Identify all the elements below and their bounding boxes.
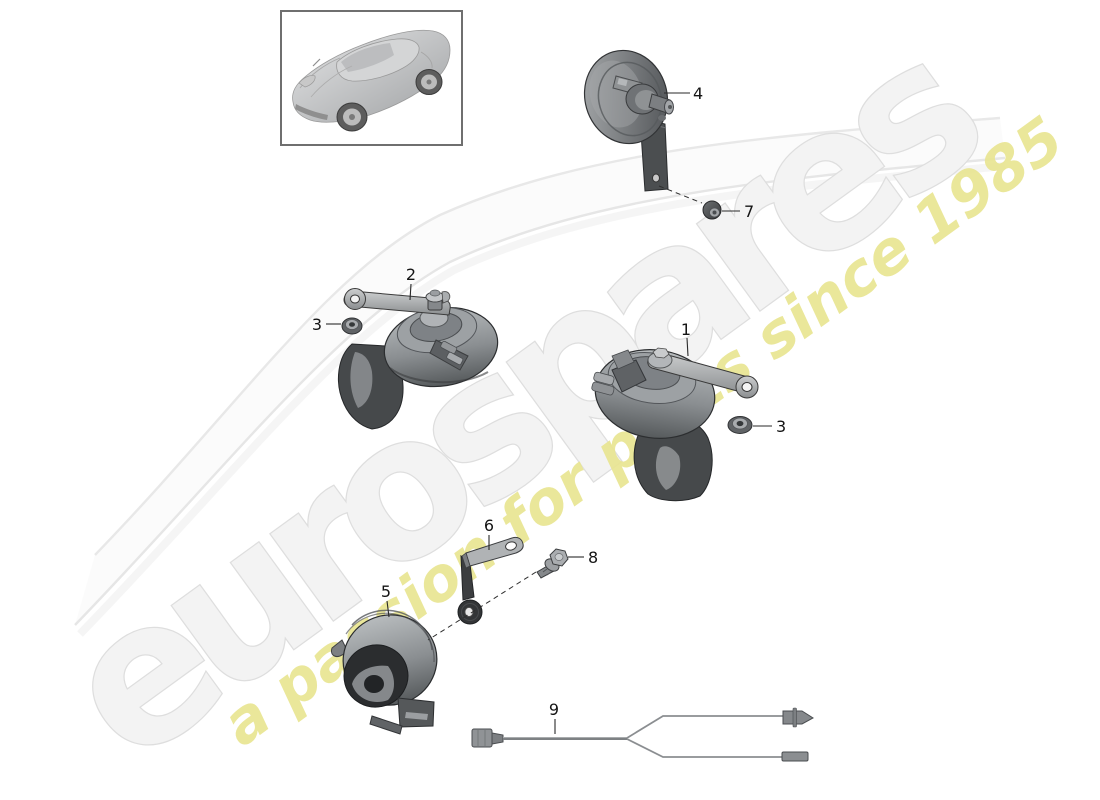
part-4-fanfare-horn[interactable]: [574, 41, 679, 192]
swoosh-lower-edge: [74, 156, 1006, 626]
part-7-nut[interactable]: [702, 200, 722, 220]
part-1-horn[interactable]: [589, 342, 759, 502]
callout-3-left[interactable]: 3: [312, 315, 322, 334]
assembly-line-bracket-to-nut-7: [658, 185, 703, 204]
callouts: 4 7 2 3 1 3 5 6 8 9: [312, 84, 786, 734]
callout-5[interactable]: 5: [381, 582, 391, 601]
callout-7[interactable]: 7: [744, 202, 754, 221]
callout-1[interactable]: 1: [681, 320, 691, 339]
part-3-nut-left[interactable]: [341, 317, 363, 335]
callout-9[interactable]: 9: [549, 700, 559, 719]
assembly-line-screw-to-horn-5: [427, 571, 537, 641]
part-8-screw[interactable]: [536, 548, 569, 579]
leader-line-5: [386, 600, 390, 618]
callout-8[interactable]: 8: [588, 548, 598, 567]
vehicle-car-illustration: [292, 29, 451, 132]
part-3-nut-right[interactable]: [727, 416, 753, 434]
callout-3-right[interactable]: 3: [776, 417, 786, 436]
part-6-bracket[interactable]: [457, 536, 524, 625]
watermark-brand-text: eurospares: [24, 0, 1016, 800]
vehicle-thumbnail: [280, 10, 463, 146]
part-5-alarm-horn[interactable]: [331, 604, 447, 735]
watermark-swoosh: [74, 116, 1006, 637]
leader-line-2: [409, 283, 412, 301]
part-9-wiring-harness[interactable]: [471, 707, 814, 762]
part-2-horn[interactable]: [338, 288, 503, 430]
callout-4[interactable]: 4: [693, 84, 703, 103]
callout-2[interactable]: 2: [406, 265, 416, 284]
callout-6[interactable]: 6: [484, 516, 494, 535]
swoosh-upper-edge: [94, 116, 1001, 556]
swoosh-shadow: [77, 162, 1006, 637]
leader-line-1: [686, 337, 689, 357]
